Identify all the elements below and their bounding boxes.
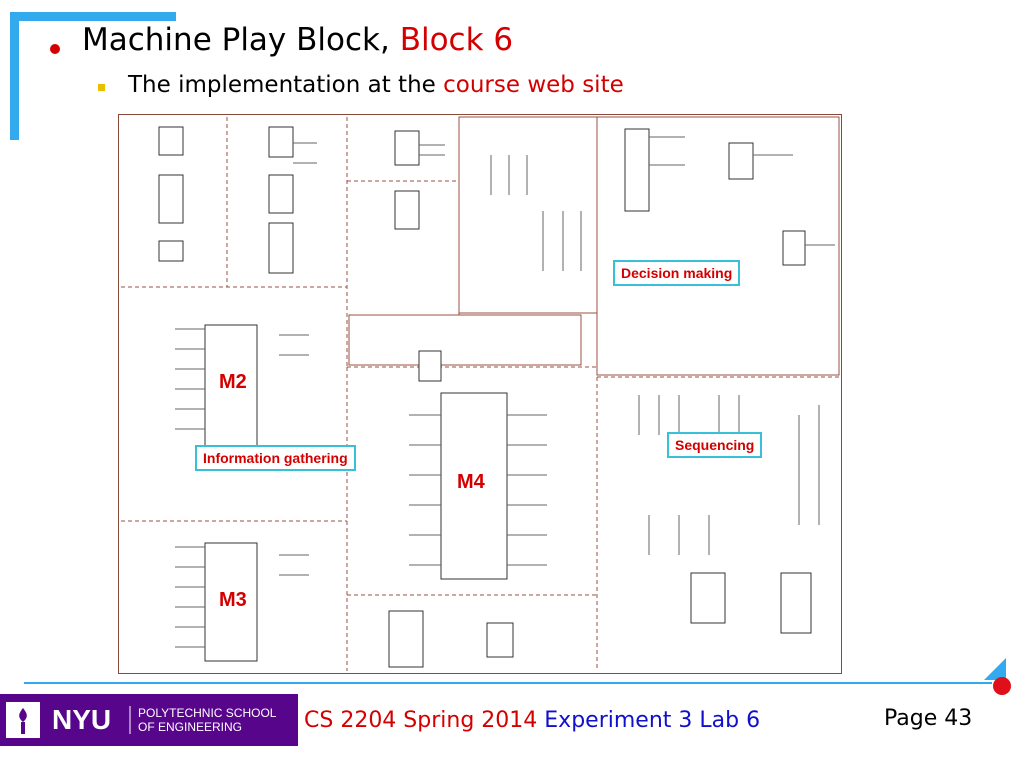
footer-course: CS 2204 Spring 2014 Experiment 3 Lab 6 — [304, 708, 760, 733]
slide-title: Machine Play Block, Block 6 — [82, 22, 513, 58]
module-m4-label: M4 — [455, 471, 487, 494]
course-web-site-link[interactable]: course web site — [443, 72, 624, 98]
corner-accent-horizontal — [10, 12, 176, 21]
torch-icon — [6, 702, 131, 738]
callout-information-gathering: Information gathering — [195, 445, 356, 471]
experiment-label: Experiment 3 Lab 6 — [544, 708, 761, 733]
subtitle-prefix: The implementation at the — [128, 72, 444, 98]
corner-accent-vertical — [10, 12, 19, 140]
title-highlight: Block 6 — [399, 22, 514, 58]
module-m3-label: M3 — [217, 589, 249, 612]
nyu-logo: NYU POLYTECHNIC SCHOOL OF ENGINEERING — [0, 694, 298, 746]
module-m2-label: M2 — [217, 371, 249, 394]
bullet-dot-icon — [50, 44, 60, 54]
callout-decision-making: Decision making — [613, 260, 741, 286]
school-line-2: OF ENGINEERING — [138, 720, 243, 734]
corner-triangle-icon — [984, 658, 1011, 695]
page-number: Page 43 — [884, 706, 973, 731]
course-label: CS 2204 Spring 2014 — [304, 708, 538, 733]
bullet-square-icon — [98, 84, 105, 91]
footer-divider — [24, 682, 992, 684]
subtitle: The implementation at the course web sit… — [128, 72, 624, 98]
school-line-1: POLYTECHNIC SCHOOL — [138, 706, 277, 720]
nyu-mark: NYU — [52, 704, 112, 735]
title-prefix: Machine Play Block, — [82, 22, 400, 58]
schematic-diagram: M2 M3 M4 Decision making Sequencing Info… — [118, 114, 842, 674]
school-name: POLYTECHNIC SCHOOL OF ENGINEERING — [138, 706, 276, 734]
callout-sequencing: Sequencing — [667, 432, 763, 458]
